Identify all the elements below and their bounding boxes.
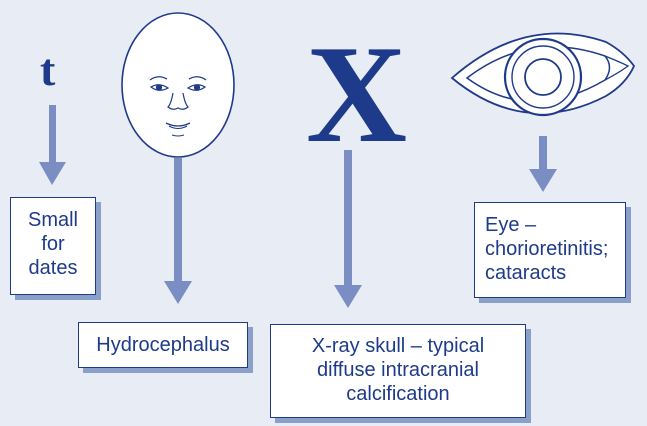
xray-skull-box: X-ray skull – typical diffuse intracrani…	[270, 324, 526, 418]
arrow-face-to-hydrocephalus	[164, 158, 192, 304]
xray-skull-line-1: X-ray skull – typical	[271, 334, 525, 358]
small-for-dates-line-1: Small	[11, 208, 95, 232]
face-icon	[122, 13, 234, 157]
eye-line-2: chorioretinitis;	[485, 237, 625, 261]
xray-symbol: X	[306, 30, 407, 160]
small-for-dates-line-2: for	[11, 232, 95, 256]
eye-line-3: cataracts	[485, 261, 625, 285]
arrow-x-to-xray-skull	[334, 150, 362, 308]
hydrocephalus-label: Hydrocephalus	[79, 333, 247, 357]
small-for-dates-box: Small for dates	[10, 197, 96, 295]
xray-skull-line-2: diffuse intracranial	[271, 358, 525, 382]
eye-line-1: Eye –	[485, 213, 625, 237]
small-for-dates-line-3: dates	[11, 256, 95, 280]
xray-skull-line-3: calcification	[271, 382, 525, 406]
eye-box: Eye – chorioretinitis; cataracts	[474, 202, 626, 298]
eye-icon	[452, 33, 634, 115]
arrow-time-to-small-for-dates	[39, 105, 66, 185]
arrow-eye-to-eye-box	[529, 136, 557, 192]
hydrocephalus-box: Hydrocephalus	[78, 322, 248, 368]
time-symbol: t	[40, 44, 55, 96]
